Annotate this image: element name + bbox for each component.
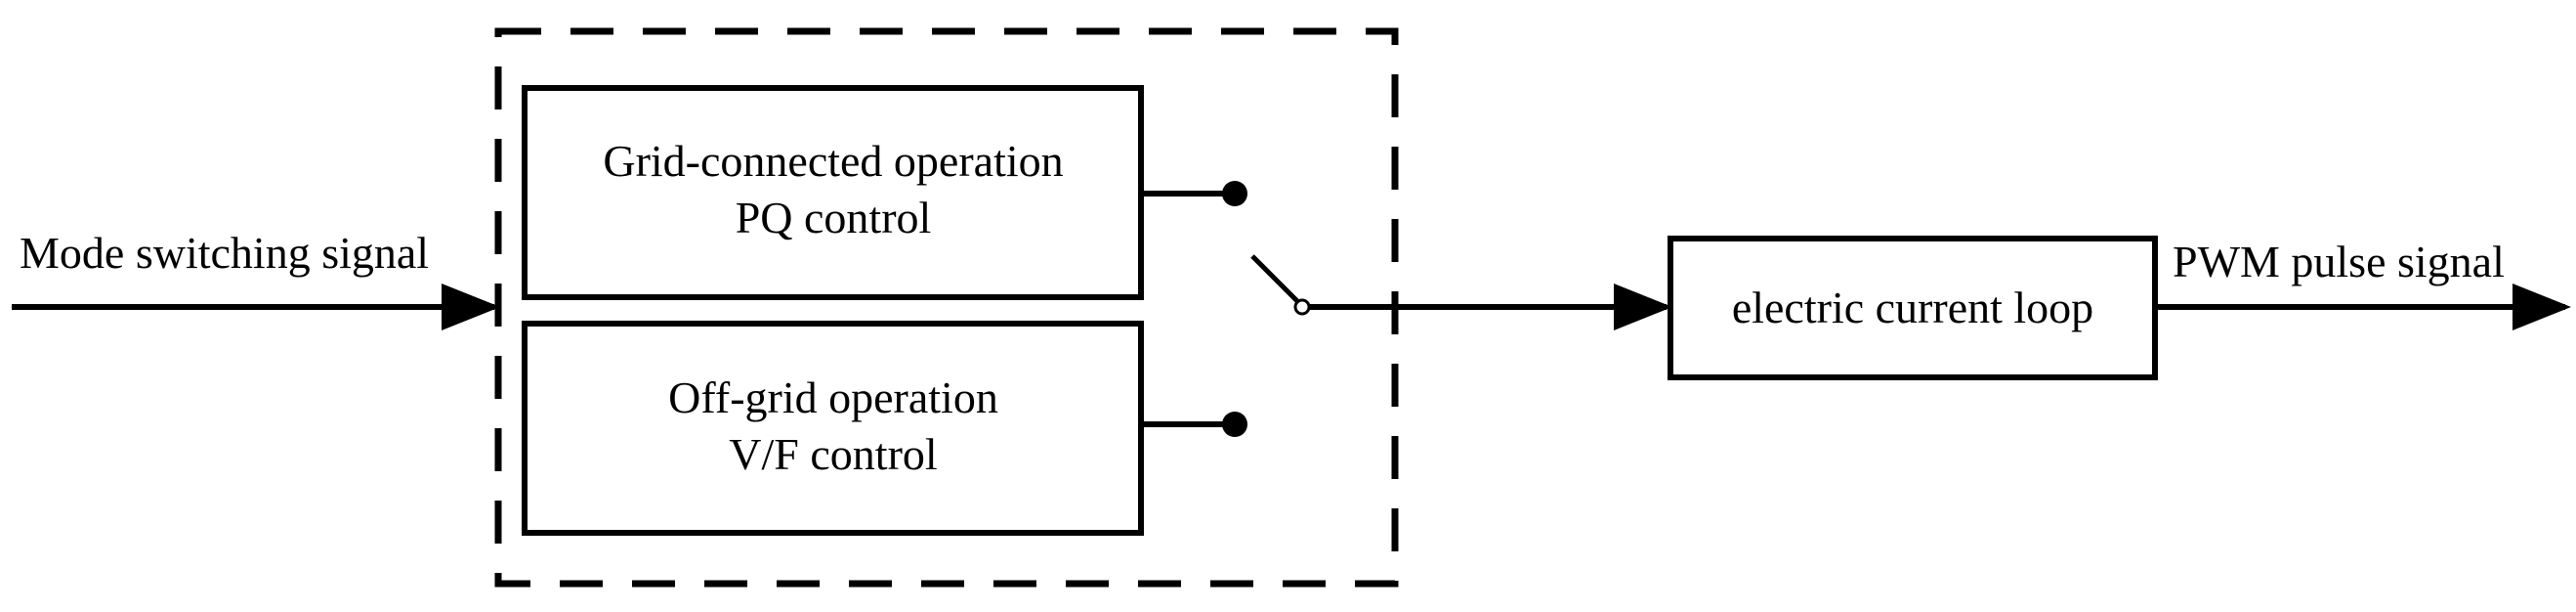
- current-loop-label: electric current loop: [1732, 283, 2093, 332]
- mode-switch-container: [494, 27, 1399, 588]
- switch-blade: [1250, 254, 1299, 303]
- input-label: Mode switching signal: [20, 228, 429, 278]
- off-grid-contact: [1222, 412, 1247, 437]
- pq-control-label: PQ control: [736, 193, 932, 242]
- grid-connected-contact: [1222, 181, 1247, 206]
- switch-pivot: [1293, 298, 1311, 316]
- output-label: PWM pulse signal: [2173, 237, 2505, 286]
- grid-connected-label: Grid-connected operation: [603, 136, 1063, 186]
- off-grid-label: Off-grid operation: [668, 372, 998, 422]
- vf-control-label: V/F control: [729, 429, 937, 479]
- off-grid-block: [522, 321, 1144, 536]
